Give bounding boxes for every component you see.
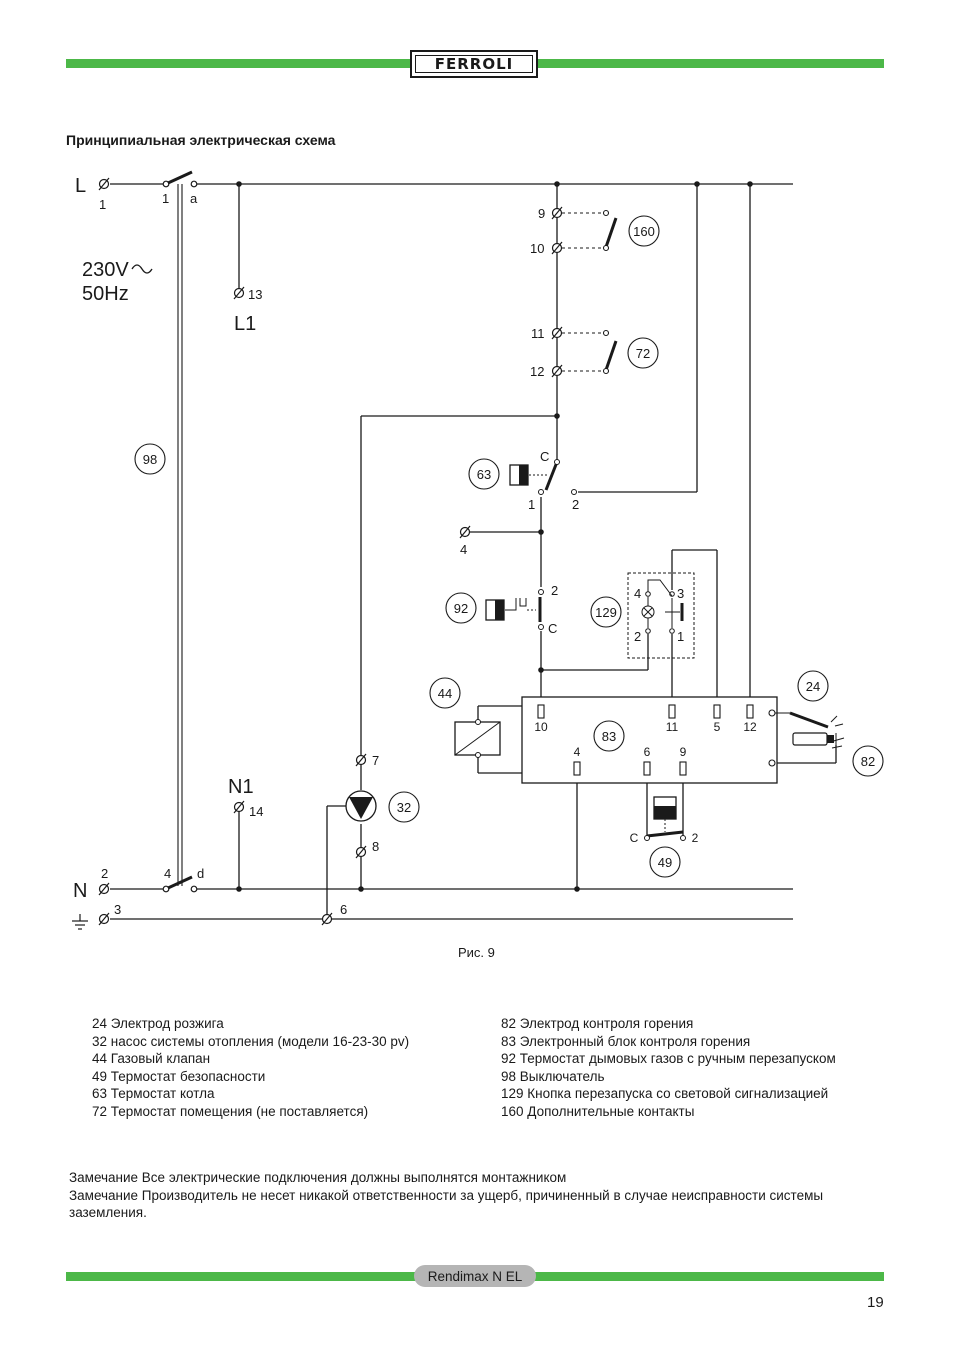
terminal-label: 12: [530, 364, 544, 379]
page-number: 19: [867, 1294, 884, 1311]
ignition-electrode-24: [775, 711, 844, 729]
legend-item: 129 Кнопка перезапуска со световой сигна…: [501, 1086, 829, 1102]
terminal-label: 4: [634, 586, 641, 601]
terminal-label: 1: [162, 191, 169, 206]
boiler-thermostat-63: [509, 459, 577, 495]
legend-item: 32 насос системы отопления (модели 16-23…: [92, 1033, 410, 1049]
legend-right: 82 Электрод контроля горения 83 Электрон…: [501, 1015, 836, 1121]
page-title: Принципиальная электрическая схема: [66, 132, 336, 148]
header-bar-right: [538, 59, 884, 68]
label-72: 72: [636, 346, 650, 361]
unit-terminal-label: 11: [666, 720, 679, 734]
footer-model-badge: Rendimax N EL: [414, 1265, 536, 1287]
notes: Замечание Все электрические подключения …: [69, 1169, 899, 1222]
unit-terminal-label: 2: [692, 831, 699, 845]
terminal-label: C: [540, 449, 549, 464]
label-160: 160: [633, 224, 655, 239]
unit-terminal-label: 4: [574, 745, 581, 759]
reset-button-129: [627, 572, 695, 659]
legend-item: 98 Выключатель: [501, 1068, 605, 1084]
terminal-label: 2: [634, 629, 641, 644]
label-24: 24: [806, 679, 820, 694]
footer-bar-left: [66, 1272, 418, 1281]
earth-icon: [72, 914, 88, 930]
terminal-label: 13: [248, 287, 262, 302]
label-129: 129: [595, 605, 617, 620]
terminal-label: 1: [677, 629, 684, 644]
legend-item: 44 Газовый клапан: [92, 1051, 211, 1067]
footer-model-text: Rendimax N EL: [427, 1268, 523, 1284]
unit-terminal-label: 12: [743, 720, 757, 734]
label-98: 98: [143, 452, 157, 467]
terminal-label: 4: [164, 866, 171, 881]
gas-valve-44: [454, 719, 501, 758]
brand-logo: FERROLI: [410, 50, 538, 78]
terminal-label: 4: [460, 542, 467, 557]
unit-terminal-label: C: [630, 831, 639, 845]
terminal-label: 11: [531, 326, 545, 341]
label-44: 44: [438, 686, 452, 701]
legend-item: 63 Термостат котла: [92, 1086, 215, 1102]
legend-item: 83 Электронный блок контроля горения: [501, 1033, 751, 1049]
label-82: 82: [861, 754, 875, 769]
label-l: L: [75, 175, 86, 197]
terminal-label: 2: [572, 497, 579, 512]
terminal-label: 1: [528, 497, 535, 512]
legend-item: 160 Дополнительные контакты: [501, 1103, 695, 1119]
footer-bar-right: [532, 1272, 884, 1281]
terminal-label: 3: [114, 902, 121, 917]
ac-icon: [131, 264, 153, 274]
note: Замечание Все электрические подключения …: [69, 1170, 567, 1185]
terminal-label: a: [190, 191, 198, 206]
note: Замечание Производитель не несет никакой…: [69, 1187, 824, 1221]
safety-thermostat-49: [644, 796, 686, 841]
terminal-label: 6: [340, 902, 347, 917]
unit-terminal-label: 9: [680, 745, 687, 759]
figure-caption: Рис. 9: [458, 945, 495, 960]
terminal-markers: [98, 177, 563, 926]
legend-item: 92 Термостат дымовых газов с ручным пере…: [501, 1051, 836, 1067]
legend-item: 82 Электрод контроля горения: [501, 1016, 694, 1031]
legend-item: 72 Термостат помещения (не поставляется): [92, 1103, 369, 1119]
terminal-label: 10: [530, 241, 544, 256]
terminal-label: 3: [677, 586, 684, 601]
terminal-label: 1: [99, 197, 106, 212]
terminal-label: d: [197, 866, 204, 881]
header-bar-left: [66, 59, 410, 68]
terminal-label: 2: [551, 583, 558, 598]
unit-terminal-label: 5: [714, 720, 721, 734]
terminal-label: 14: [249, 804, 263, 819]
label-l1: L1: [234, 313, 256, 335]
terminal-label: 2: [101, 866, 108, 881]
label-92: 92: [454, 601, 468, 616]
label-49: 49: [658, 855, 672, 870]
label-n1: N1: [228, 776, 254, 798]
flame-electrode-82: [792, 732, 845, 760]
label-63: 63: [477, 467, 491, 482]
legend-item: 24 Электрод розжига: [92, 1016, 224, 1031]
label-voltage: 230V: [82, 259, 129, 281]
terminal-label: 7: [372, 753, 379, 768]
label-83: 83: [602, 729, 616, 744]
label-frequency: 50Hz: [82, 283, 129, 305]
label-32: 32: [397, 800, 411, 815]
brand-logo-text: FERROLI: [434, 55, 514, 73]
legend-left: 24 Электрод розжига 32 насос системы ото…: [92, 1015, 409, 1121]
flue-thermostat-92: [485, 589, 544, 630]
terminal-label: 8: [372, 839, 379, 854]
main-switch-98: [162, 170, 198, 893]
terminal-label: C: [548, 621, 557, 636]
terminal-label: 9: [538, 206, 545, 221]
legend-item: 49 Термостат безопасности: [92, 1068, 266, 1084]
control-unit-83: [521, 696, 778, 784]
unit-terminal-label: 6: [644, 745, 651, 759]
label-n: N: [73, 880, 87, 902]
pump-32: [345, 790, 377, 822]
unit-terminal-label: 10: [534, 720, 548, 734]
